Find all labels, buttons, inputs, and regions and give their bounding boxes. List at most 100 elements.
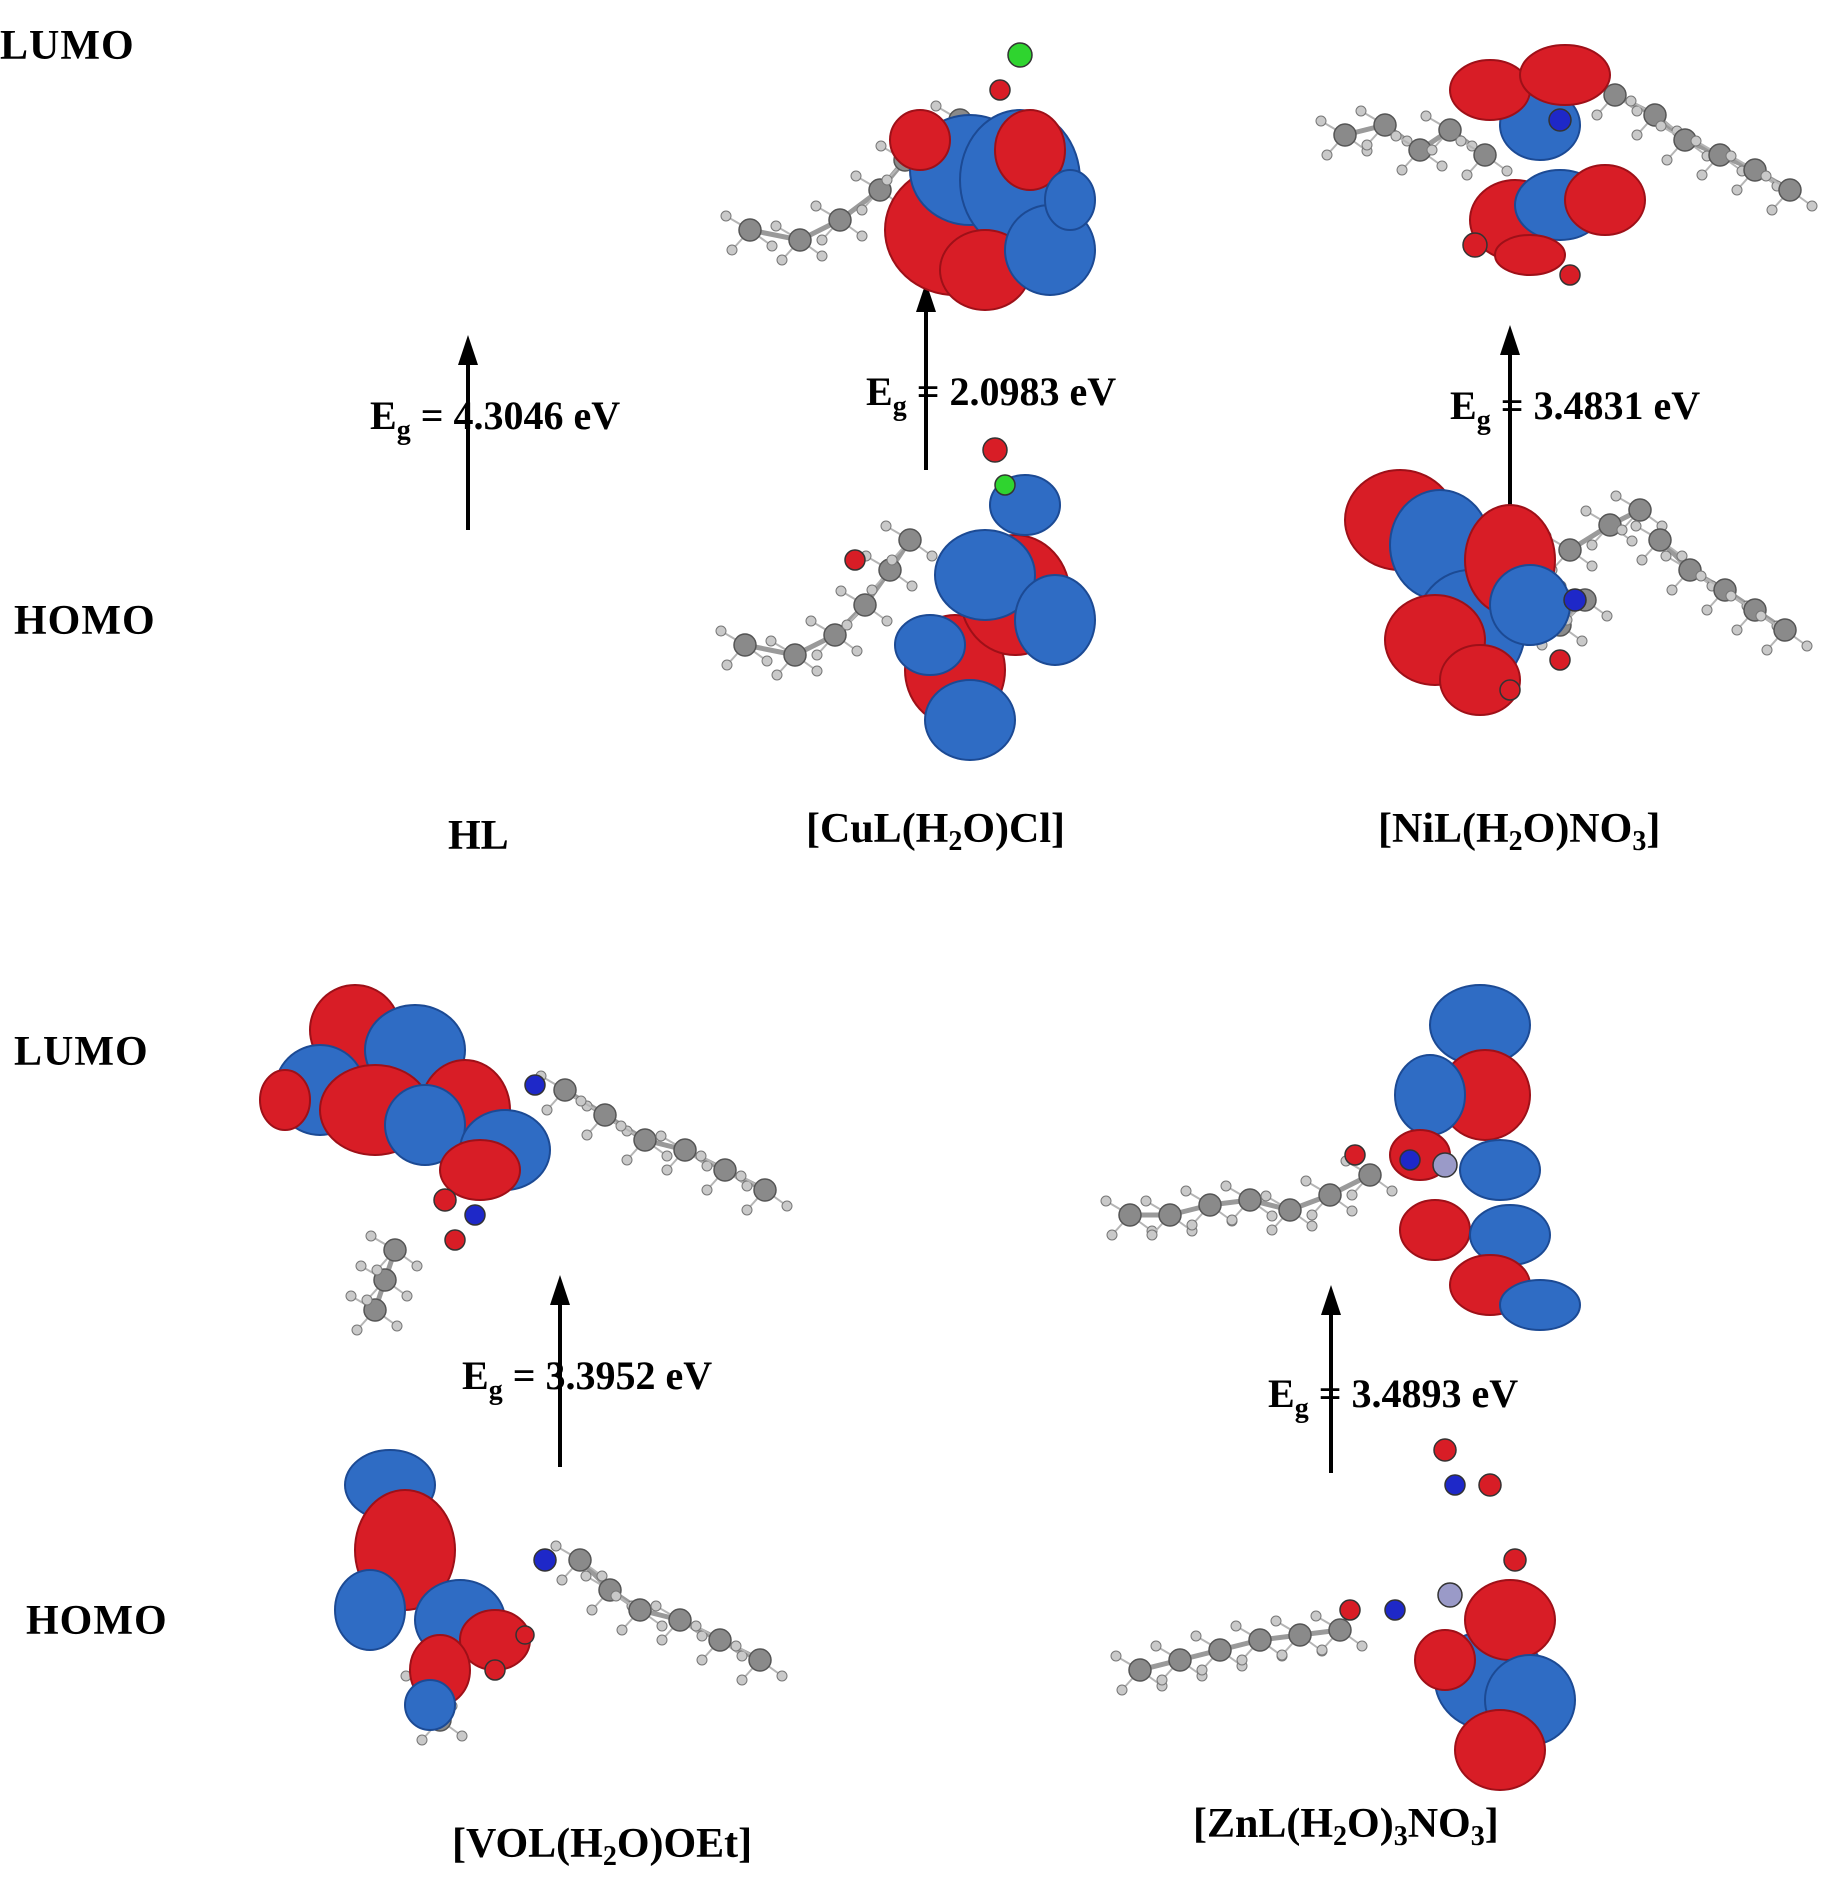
hydrogen-atom — [1501, 165, 1513, 177]
hydrogen-atom — [1436, 160, 1448, 172]
hydrogen-atom — [1220, 1180, 1232, 1192]
hydrogen-atom — [1586, 539, 1598, 551]
hydrogen-atom — [1396, 164, 1408, 176]
hydrogen-atom — [1361, 139, 1373, 151]
oxygen-atom — [1478, 1473, 1502, 1497]
hydrogen-atom — [1626, 535, 1638, 547]
hydrogen-atom — [735, 1170, 747, 1182]
carbon-atom — [593, 1103, 617, 1127]
hydrogen-atom — [715, 625, 727, 637]
carbon-atom — [898, 528, 922, 552]
carbon-atom — [1628, 498, 1652, 522]
hydrogen-atom — [1270, 1615, 1282, 1627]
carbon-atom — [1198, 1193, 1222, 1217]
hydrogen-atom — [556, 1574, 568, 1586]
carbon-atom — [1743, 158, 1767, 182]
hydrogen-atom — [811, 649, 823, 661]
hydrogen-atom — [736, 1650, 748, 1662]
compound-name-zn: [ZnL(H2O)3NO3] — [1193, 1801, 1499, 1852]
hydrogen-atom — [856, 204, 868, 216]
zinc-atom — [1437, 1582, 1463, 1608]
orbital-lobe-blue — [1459, 1139, 1541, 1201]
carbon-atom — [788, 228, 812, 252]
gap-label-ni: Eg = 3.4831 eV — [1450, 383, 1701, 436]
nitrogen-atom — [464, 1204, 486, 1226]
hydrogen-atom — [1630, 520, 1642, 532]
hydrogen-atom — [881, 615, 893, 627]
hydrogen-atom — [1631, 105, 1643, 117]
orbital-lobe-red — [994, 109, 1066, 191]
orbital-lobe-blue — [1394, 1054, 1466, 1136]
gap-arrow-zn — [1321, 1285, 1341, 1473]
carbon-atom — [1278, 1198, 1302, 1222]
hydrogen-atom — [416, 1734, 428, 1746]
hydrogen-atom — [1196, 1664, 1208, 1676]
carbon-atom — [1473, 143, 1497, 167]
hydrogen-atom — [761, 655, 773, 667]
oxygen-atom — [1344, 1144, 1366, 1166]
carbon-atom — [673, 1138, 697, 1162]
hydrogen-atom — [850, 170, 862, 182]
hydrogen-atom — [650, 1600, 662, 1612]
hydrogen-atom — [1801, 640, 1813, 652]
carbon-atom — [853, 593, 877, 617]
compound-name-hl: HL — [448, 813, 509, 859]
hydrogen-atom — [575, 1095, 587, 1107]
hydrogen-atom — [866, 584, 878, 596]
hydrogen-atom — [906, 580, 918, 592]
carbon-atom — [1678, 558, 1702, 582]
hydrogen-atom — [1696, 169, 1708, 181]
orbital-lobe-red — [439, 1139, 521, 1201]
hydrogen-atom — [930, 100, 942, 112]
hydrogen-atom — [1580, 505, 1592, 517]
carbon-atom — [748, 1648, 772, 1672]
orbital-lobe-red — [1449, 59, 1531, 121]
oxygen-atom — [444, 1229, 466, 1251]
carbon-atom — [738, 218, 762, 242]
hydrogen-atom — [726, 244, 738, 256]
hydrogen-atom — [1116, 1684, 1128, 1696]
oxygen-atom — [1559, 264, 1581, 286]
carbon-atom — [1158, 1203, 1182, 1227]
oxygen-atom — [844, 549, 866, 571]
hydrogen-atom — [1455, 135, 1467, 147]
hydrogen-atom — [811, 665, 823, 677]
hydrogen-atom — [1346, 1205, 1358, 1217]
hydrogen-atom — [781, 1200, 793, 1212]
carbon-atom — [668, 1608, 692, 1632]
hydrogen-atom — [1725, 590, 1737, 602]
hydrogen-atom — [835, 585, 847, 597]
carbon-atom — [1318, 1183, 1342, 1207]
hydrogen-atom — [856, 230, 868, 242]
hydrogen-atom — [1731, 624, 1743, 636]
nitrogen-atom — [533, 1548, 557, 1572]
hydrogen-atom — [1760, 170, 1772, 182]
orbital-lobe-red — [1464, 1579, 1556, 1661]
hydrogen-atom — [1190, 1630, 1202, 1642]
hydrogen-atom — [1660, 550, 1672, 562]
hydrogen-atom — [1661, 154, 1673, 166]
gap-arrow-hl — [458, 335, 478, 530]
gap-label-vo: Eg = 3.3952 eV — [462, 1353, 713, 1406]
hydrogen-atom — [1695, 570, 1707, 582]
hydrogen-atom — [1616, 524, 1628, 536]
hydrogen-atom — [805, 615, 817, 627]
hydrogen-atom — [1631, 129, 1643, 141]
orbital-lobe-red — [889, 109, 951, 171]
hydrogen-atom — [616, 1624, 628, 1636]
carbon-atom — [1333, 123, 1357, 147]
hydrogen-atom — [411, 1260, 423, 1272]
oxygen-atom — [515, 1625, 535, 1645]
hydrogen-atom — [810, 200, 822, 212]
hydrogen-atom — [690, 1620, 702, 1632]
hydrogen-atom — [1236, 1654, 1248, 1666]
orbital-lobe-blue — [924, 679, 1016, 761]
hydrogen-atom — [721, 659, 733, 671]
oxygen-atom — [1339, 1599, 1361, 1621]
hydrogen-atom — [695, 1150, 707, 1162]
orbital-image-ni-lumo — [1315, 44, 1818, 286]
hydrogen-atom — [1156, 1674, 1168, 1686]
nitrogen-atom — [1444, 1474, 1466, 1496]
hydrogen-atom — [1636, 554, 1648, 566]
orbital-lobe-blue — [1499, 1279, 1581, 1331]
